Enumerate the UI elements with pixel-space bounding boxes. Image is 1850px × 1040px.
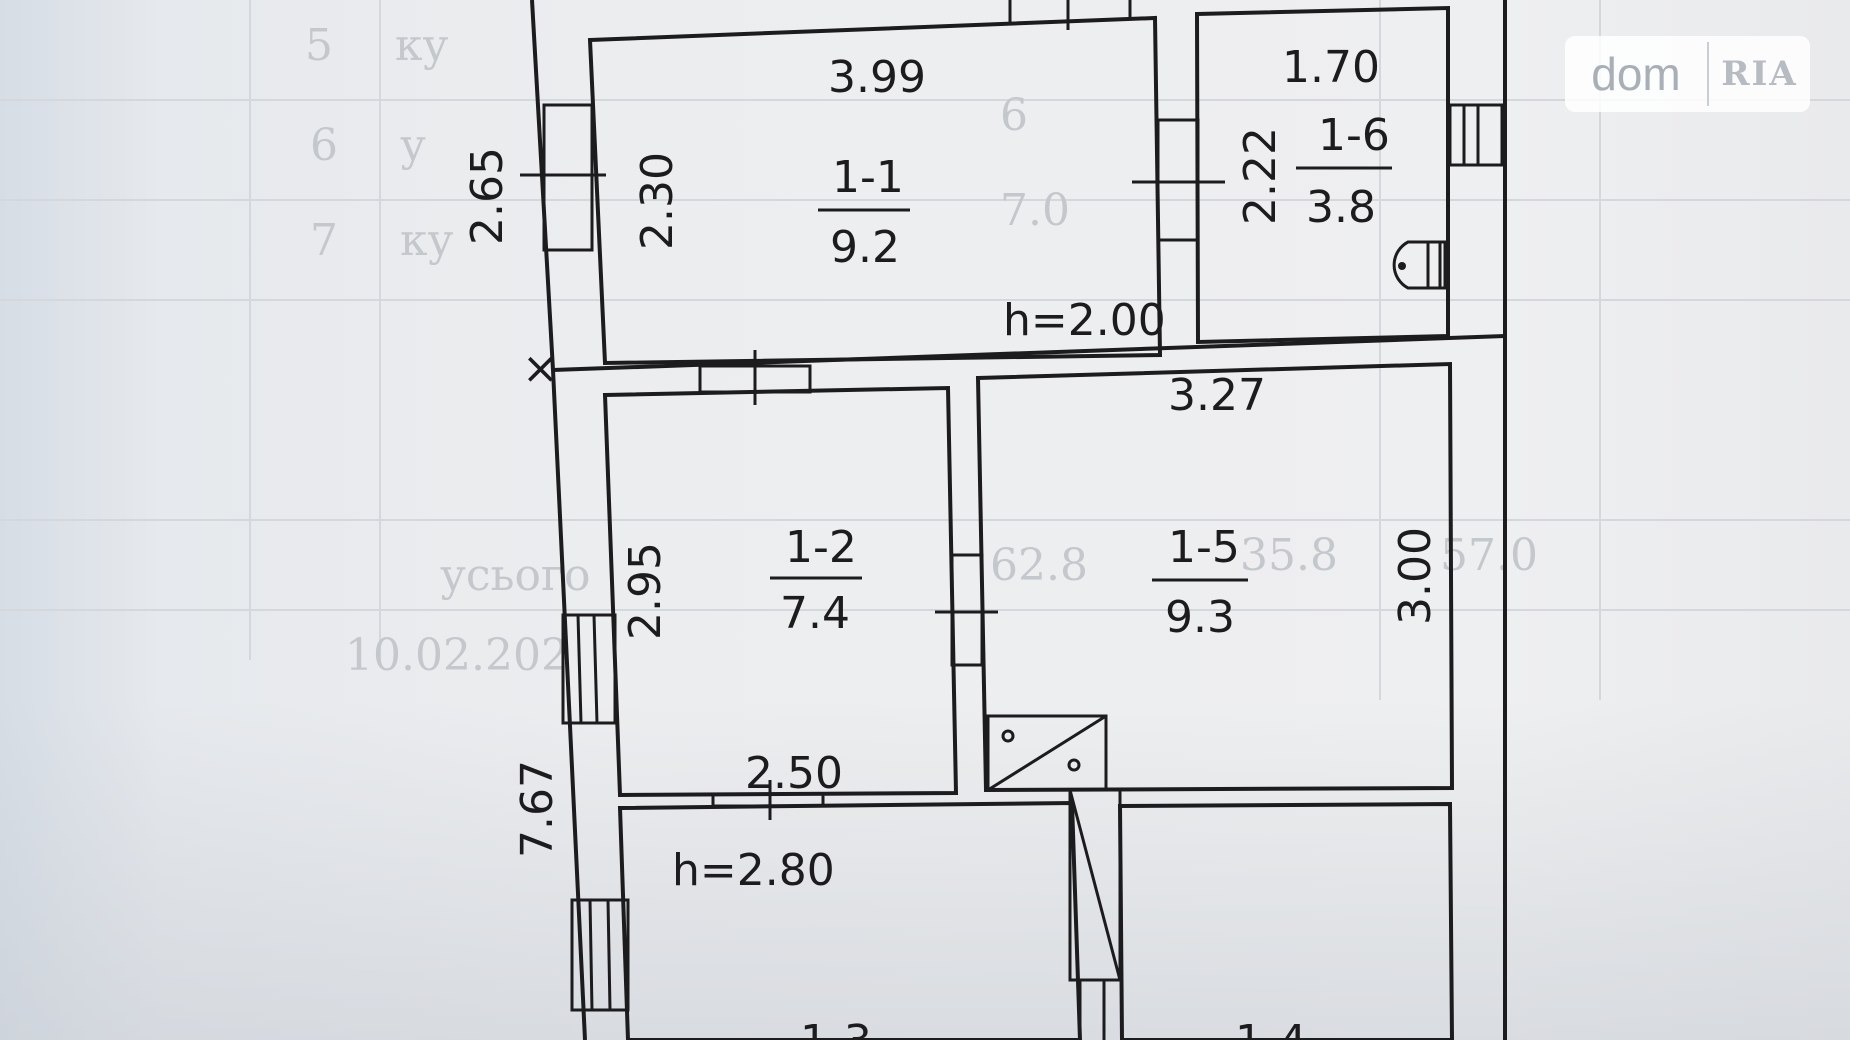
dim-room-1-5-height: 3.00 xyxy=(1390,527,1441,625)
room-1-1 xyxy=(520,0,1225,366)
corner-marker: × xyxy=(522,343,559,394)
room-1-4 xyxy=(1068,788,1455,1040)
ghost-text: 5 xyxy=(305,20,333,71)
window xyxy=(570,898,630,1012)
dim-room-1-1-width: 3.99 xyxy=(828,52,926,103)
background-ghost-text: 5 6 7 ку у ку 6 7.0 усього 10.02.202 62.… xyxy=(305,20,1538,681)
room-1-2 xyxy=(561,350,959,820)
room-1-4-id: 1-4 xyxy=(1235,1016,1307,1040)
room-1-1-area: 9.2 xyxy=(830,222,900,273)
toilet-icon xyxy=(1392,240,1447,290)
watermark-divider xyxy=(1707,42,1709,106)
room-1-3 xyxy=(570,800,1083,1040)
dim-room-1-2-height: 2.95 xyxy=(620,542,671,640)
ceiling-height-upper: h=2.00 xyxy=(1003,295,1166,346)
dim-room-1-2-width: 2.50 xyxy=(745,748,843,799)
dim-room-1-6-width: 1.70 xyxy=(1282,42,1380,93)
watermark-dom-text: dom xyxy=(1591,48,1681,100)
room-1-5 xyxy=(935,361,1455,793)
dim-room-1-5-width: 3.27 xyxy=(1168,370,1266,421)
room-1-5-id: 1-5 xyxy=(1168,522,1240,573)
ghost-text: 6 xyxy=(310,120,338,171)
chimney-icon xyxy=(1068,788,1122,982)
dim-room-1-6-height: 2.22 xyxy=(1235,127,1286,225)
door-opening xyxy=(1156,118,1200,242)
ghost-text: усього xyxy=(440,550,591,601)
room-1-2-id: 1-2 xyxy=(785,522,857,573)
watermark-ria-text: RIA xyxy=(1721,54,1798,94)
door-opening xyxy=(950,553,984,667)
toilet-dot xyxy=(1398,262,1406,270)
room-1-6 xyxy=(1194,5,1504,345)
room-1-2-area: 7.4 xyxy=(780,588,850,639)
stove-icon xyxy=(986,714,1108,792)
ghost-text: ку xyxy=(400,215,454,266)
ghost-text: 7 xyxy=(310,215,338,266)
dom-ria-watermark-logo: dom RIA xyxy=(1565,36,1810,112)
background-table-grid xyxy=(0,0,1850,700)
ghost-text: 57.0 xyxy=(1440,530,1538,581)
room-1-6-id: 1-6 xyxy=(1318,110,1390,161)
dim-outer-left: 7.67 xyxy=(512,760,563,858)
dim-outer-top-left: 2.65 xyxy=(462,147,513,245)
paper-shadow xyxy=(0,700,1850,1040)
window xyxy=(561,613,617,725)
dim-room-1-1-height: 2.30 xyxy=(632,152,683,250)
ghost-text: 6 xyxy=(1000,90,1028,141)
outer-walls xyxy=(530,0,1507,1040)
room-1-3-id: 1-3 xyxy=(800,1016,872,1040)
room-1-1-id: 1-1 xyxy=(832,152,904,203)
room-1-6-area: 3.8 xyxy=(1306,182,1376,233)
ghost-text: 62.8 xyxy=(990,540,1088,591)
window xyxy=(1448,103,1504,167)
ghost-text: у xyxy=(400,120,426,171)
ghost-text: 35.8 xyxy=(1240,530,1338,581)
ghost-text: 10.02.202 xyxy=(345,630,569,681)
ghost-text: 7.0 xyxy=(1000,185,1070,236)
room-1-5-area: 9.3 xyxy=(1165,592,1235,643)
ghost-text: ку xyxy=(395,20,449,71)
window xyxy=(542,103,594,252)
ceiling-height-lower: h=2.80 xyxy=(672,845,835,896)
